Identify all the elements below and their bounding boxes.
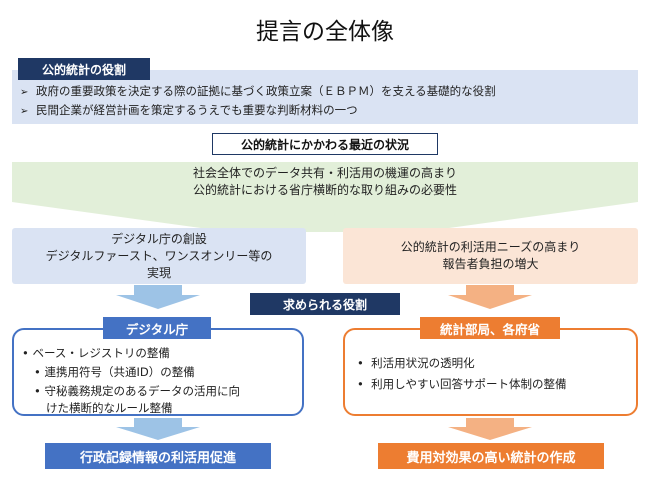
statistics-depts-tag: 統計部局、各府省: [420, 317, 560, 339]
digital-item-2: • 連携用符号（共通ID）の整備: [34, 365, 195, 379]
arrow-bullet-icon: ➢: [20, 87, 29, 98]
bullet-dot-icon: •: [357, 377, 372, 391]
role-bullet-1: ➢政府の重要政策を決定する際の証拠に基づく政策立案（ＥＢＰＭ）を支える基礎的な役…: [20, 82, 496, 102]
digital-item-3-cont: けた横断的なルール整備: [46, 401, 173, 415]
roles-label: 求められる役割: [250, 293, 400, 315]
orange-arrow-down-2: [448, 418, 532, 440]
bullet-dot-icon: •: [357, 356, 372, 370]
funnel-shape: [12, 202, 638, 232]
digital-item-3: • 守秘義務規定のあるデータの活用に向: [34, 384, 240, 398]
statistics-depts-box: • 利活用状況の透明化 • 利用しやすい回答サポート体制の整備: [343, 328, 638, 416]
digital-agency-box: • ベース・レジストリの整備 • 連携用符号（共通ID）の整備 • 守秘義務規定…: [12, 328, 304, 416]
role-label: 公的統計の役割: [18, 58, 150, 80]
left-context-box: デジタル庁の創設 デジタルファースト、ワンスオンリー等の 実現: [12, 228, 306, 284]
bullet-dot-icon: •: [34, 384, 45, 398]
statistics-result-bar: 費用対効果の高い統計の作成: [378, 443, 604, 469]
role-panel: ➢政府の重要政策を決定する際の証拠に基づく政策立案（ＥＢＰＭ）を支える基礎的な役…: [12, 70, 638, 124]
page-title: 提言の全体像: [256, 19, 394, 45]
orange-arrow-down-1: [448, 285, 532, 309]
situation-panel: 社会全体でのデータ共有・利活用の機運の高まり 公的統計における省庁横断的な取り組…: [12, 162, 638, 202]
bullet-dot-icon: •: [22, 346, 33, 360]
digital-agency-tag: デジタル庁: [103, 317, 211, 339]
blue-arrow-down-1: [116, 285, 200, 309]
digital-result-bar: 行政記録情報の利活用促進: [45, 443, 271, 469]
right-context-box: 公的統計の利活用ニーズの高まり 報告者負担の増大: [343, 228, 638, 284]
role-bullet-2: ➢民間企業が経営計画を策定するうえでも重要な判断材料の一つ: [20, 101, 358, 121]
blue-arrow-down-2: [116, 418, 200, 440]
statistics-item-2: • 利用しやすい回答サポート体制の整備: [357, 377, 567, 391]
statistics-item-1: • 利活用状況の透明化: [357, 356, 475, 370]
arrow-bullet-icon: ➢: [20, 106, 29, 117]
digital-item-1: • ベース・レジストリの整備: [22, 346, 170, 360]
funnel-polygon: [12, 202, 638, 232]
situation-label: 公的統計にかかわる最近の状況: [212, 133, 438, 155]
bullet-dot-icon: •: [34, 365, 45, 379]
